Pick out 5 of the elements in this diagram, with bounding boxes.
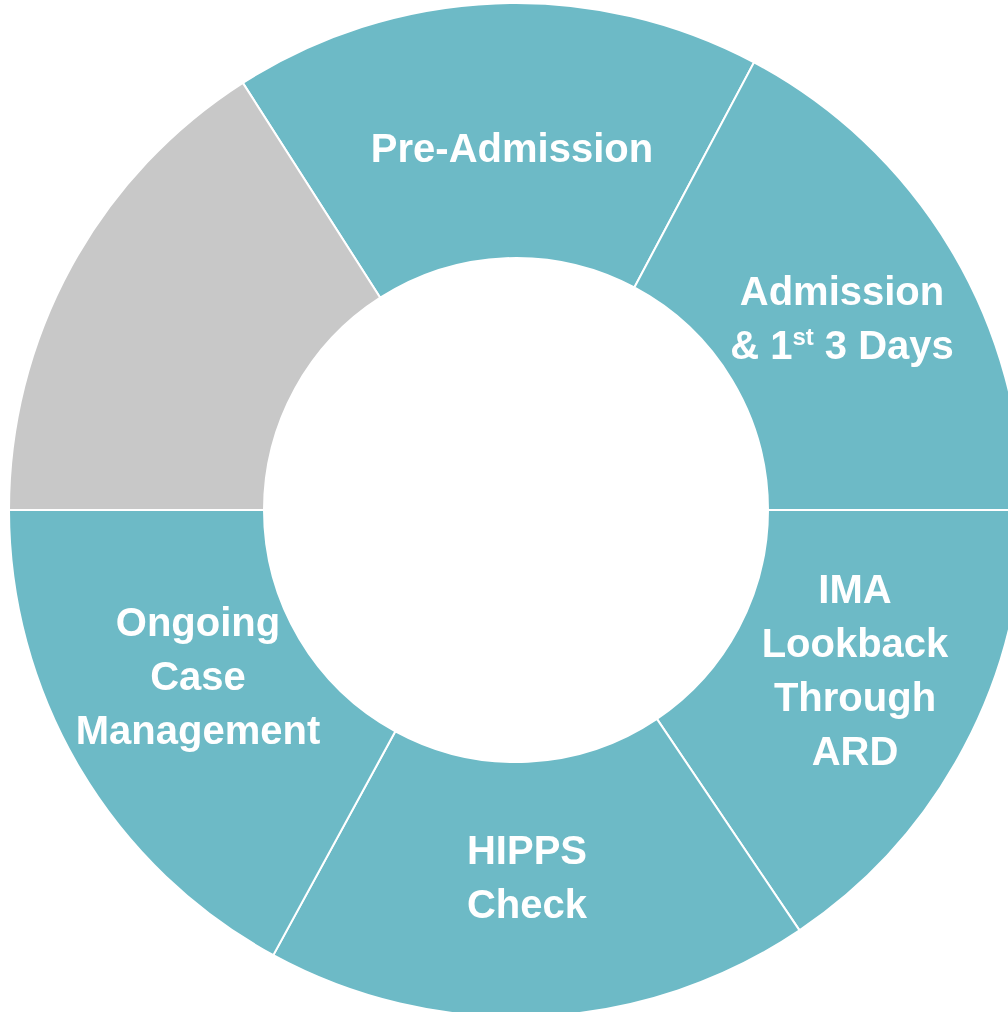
segment-label: Admission & 1$^{st}$ 3 Days	[729, 268, 955, 369]
segment-label: Ongoing Case Management	[74, 599, 322, 754]
segment-label: IMA Lookback Through ARD	[760, 566, 950, 775]
segment-label: Pre-Admission	[369, 125, 655, 172]
segment-label: HIPPS Check	[465, 827, 589, 928]
